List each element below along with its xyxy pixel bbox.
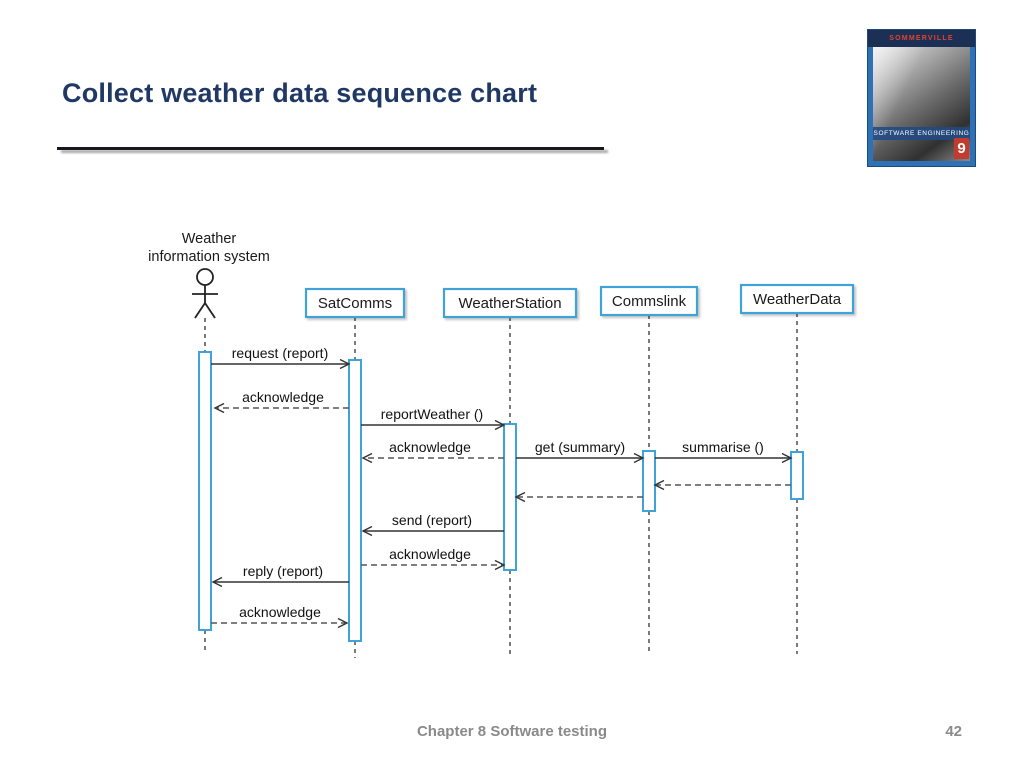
actor-icon [192, 268, 218, 319]
message-summarise: summarise () [655, 439, 793, 464]
message-label: acknowledge [239, 604, 321, 620]
lifeline-label: WeatherData [753, 291, 842, 308]
actor-name-line1: Weather [182, 231, 237, 247]
actor-name-line2: information system [148, 249, 270, 265]
message-reply-report: reply (report) [211, 563, 349, 588]
lifeline-label: WeatherStation [458, 295, 561, 312]
book-series-title: SOFTWARE ENGINEERING [873, 127, 970, 140]
footer-text: Chapter 8 Software testing [416, 723, 608, 740]
slide-footer: Chapter 8 Software testing 42 [0, 723, 1024, 747]
activation-bar-actor [198, 351, 212, 631]
message-acknowledge-station-satcomms: acknowledge [361, 439, 504, 464]
lifeline-head-satcomms: SatComms [304, 287, 406, 319]
message-get-summary: get (summary) [516, 439, 645, 464]
message-label: request (report) [232, 345, 328, 361]
activation-bar-satcomms [348, 359, 362, 642]
lifeline-head-weatherstation: WeatherStation [442, 287, 578, 319]
message-acknowledge-satcomms-actor: acknowledge [213, 389, 349, 414]
slide-title: Collect weather data sequence chart [62, 78, 538, 108]
message-label: get (summary) [535, 439, 625, 455]
lifeline-head-weatherdata: WeatherData [739, 283, 855, 315]
message-label: reply (report) [243, 563, 323, 579]
book-cover-photo [873, 47, 970, 161]
message-request-report: request (report) [211, 345, 351, 370]
activation-bar-weatherdata [790, 451, 804, 500]
message-acknowledge-satcomms-station: acknowledge [361, 546, 506, 571]
message-label: acknowledge [389, 439, 471, 455]
message-label: acknowledge [389, 546, 471, 562]
message-label: summarise () [682, 439, 764, 455]
message-return-weatherdata-commslink [653, 479, 791, 491]
page-number: 42 [945, 723, 962, 740]
message-reportweather: reportWeather () [361, 406, 506, 431]
message-label: reportWeather () [381, 406, 483, 422]
message-label: send (report) [392, 512, 472, 528]
message-send-report: send (report) [361, 512, 504, 537]
activation-bars [198, 351, 804, 642]
book-edition-number: 9 [954, 138, 969, 159]
activation-bar-weatherstation [503, 423, 517, 571]
message-label: acknowledge [242, 389, 324, 405]
lifeline-dashes [204, 313, 798, 658]
lifeline-head-commslink: Commslink [599, 285, 699, 317]
lifeline-label: Commslink [612, 293, 687, 310]
activation-bar-commslink [642, 450, 656, 512]
book-author: SOMMERVILLE [889, 35, 954, 42]
book-cover: SOMMERVILLE SOFTWARE ENGINEERING 9 [868, 30, 975, 166]
message-return-commslink-weatherstation [514, 491, 643, 503]
lifeline-label: SatComms [318, 295, 392, 312]
message-acknowledge-actor-satcomms: acknowledge [211, 604, 349, 629]
book-cover-top-band: SOMMERVILLE [868, 30, 975, 47]
title-divider [57, 147, 604, 150]
